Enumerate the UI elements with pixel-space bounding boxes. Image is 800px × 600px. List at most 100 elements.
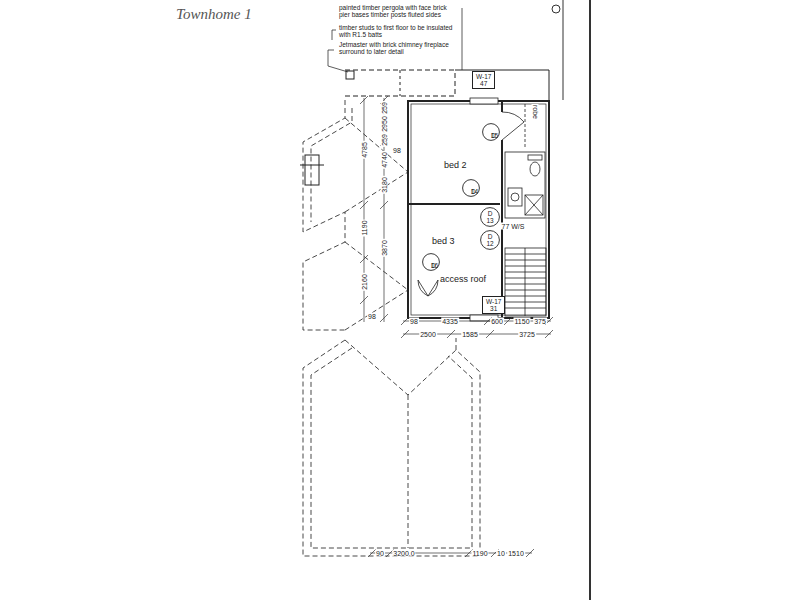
dimension: 1585 [461,331,479,338]
door-swing [418,112,524,296]
door-number: 15 [491,132,498,139]
roof-outline [303,100,345,330]
dimension: 2160 [361,273,368,291]
chimney [300,165,324,166]
note: timber studs to first floor to be insula… [338,24,458,39]
sheet-edge [552,5,560,13]
leader-line [332,30,336,40]
dimension: 4740 [381,151,388,169]
door-swing [428,280,438,296]
dimension: 4335 [441,318,459,325]
door-swing [418,280,438,296]
sheet-title: Townhome 1 [176,6,252,23]
window-type: W-17 [486,298,501,305]
window-number: 31 [486,305,501,312]
dimension: 1510 [507,550,525,557]
tag-circle [463,180,480,197]
dimension-line [360,96,553,557]
walls [501,101,503,112]
dimension: 259 [381,101,388,115]
dimension: 600 [490,318,504,325]
walls [525,104,526,148]
stair [525,248,526,316]
dimension: 2500 [419,331,437,338]
window-type: W-17 [476,73,491,80]
walls [408,98,549,321]
door-number: 14 [471,188,478,195]
dimension: 259 [381,133,388,147]
door-tag: D13 [480,207,500,227]
dimension: 1190 [361,219,368,236]
dimension: 1150 [513,318,530,325]
dimension: 4785 [361,141,368,159]
door-tag: D12 [480,230,500,250]
dimension: 3200.0 [392,550,415,557]
tag-circle [483,124,500,141]
stair [505,248,546,316]
door-swing [502,122,524,140]
sheet-edge [589,0,591,600]
leader-line [462,8,463,70]
dimension: 98 [367,313,377,320]
tag-circle [481,231,500,250]
door-swing [418,280,428,296]
pergola [400,70,401,96]
door-tag: D14 [462,179,480,197]
tag-circle [423,254,440,271]
pergola [345,70,549,100]
bathroom-fixtures [525,195,543,215]
bathroom-fixtures [530,162,540,176]
dimension: 1190 [471,550,488,557]
room-name: 77 W/S [501,223,526,230]
door-number: 16 [431,262,438,269]
dimension-line [401,330,553,338]
dimension: 90 [375,550,385,557]
roof-outline [311,348,472,548]
bathroom-fixtures [508,188,522,206]
bathroom-fixtures [511,193,519,201]
bathroom-fixtures [525,195,543,215]
dimension: 375 [533,318,547,325]
walls [408,101,549,318]
dimension-line [401,317,553,325]
dimension: 3180 [381,176,388,194]
roof-outline [345,118,408,172]
door-tag: D16 [422,253,440,271]
dimension: 98 [409,318,419,325]
note: painted timber pergola with face brick p… [338,4,458,19]
sheet-edge [552,0,590,600]
door-swing [502,112,524,122]
dimension: 3725 [518,331,536,338]
roof-outline [345,242,408,290]
roof-outline [303,338,480,556]
dimension-line [360,96,388,322]
dimension: 98 [392,147,402,154]
pergola [346,71,354,79]
walls [411,104,546,315]
dimension: 2950 [381,115,388,133]
pergola [455,70,549,100]
dimension: 10 [496,550,506,557]
bathroom-fixtures [505,152,545,218]
room-region: bed 2D15D14 [410,103,500,203]
bathroom-fixtures [505,152,545,218]
door-number: 13 [486,217,493,224]
note: Jetmaster with brick chimney fireplace s… [338,41,460,56]
room-name: bed 2 [444,161,467,170]
roof-outline [303,100,480,556]
door-number: 12 [486,240,493,247]
chimney [305,155,319,185]
walls [470,98,498,104]
dimension: 3870 [381,239,388,257]
stair [505,248,546,316]
pergola [345,70,455,96]
bathroom-fixtures [528,155,542,160]
sheet-edge [563,0,564,100]
window-tag: W-1747 [472,71,495,89]
roof-outline [345,290,408,330]
roof-outline [345,340,456,395]
roof-outline [345,172,408,212]
